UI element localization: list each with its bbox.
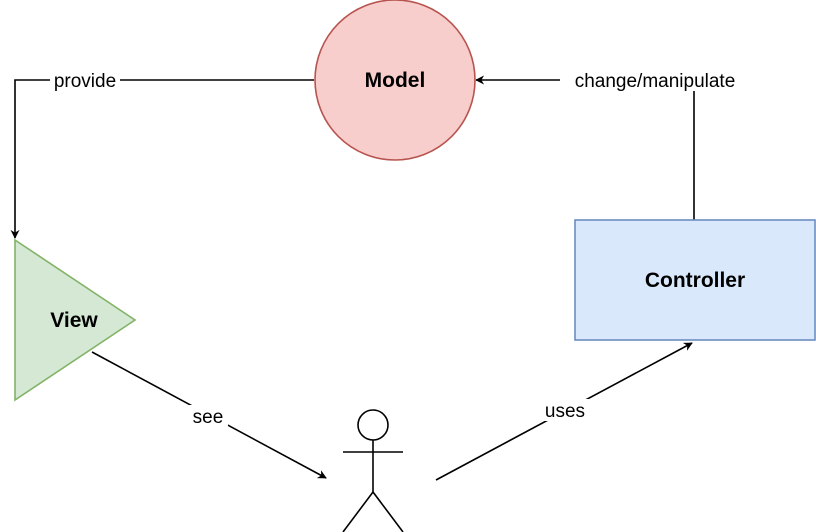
- see-label-bg: [188, 405, 228, 427]
- view-node[interactable]: View: [14, 238, 137, 402]
- see-label: see: [193, 407, 224, 428]
- user-actor-icon[interactable]: [342, 409, 404, 532]
- user-right-leg: [372, 491, 404, 532]
- controller-node[interactable]: Controller: [574, 219, 816, 341]
- user-left-leg: [342, 491, 374, 532]
- controller-label: Controller: [645, 269, 745, 292]
- edge-provide: provide: [10, 69, 314, 239]
- edge-uses: uses: [435, 342, 693, 481]
- uses-label: uses: [545, 401, 585, 422]
- provide-arrow: [10, 79, 314, 239]
- controller-rect: [574, 219, 816, 341]
- provide-label-bg: [50, 69, 120, 91]
- view-triangle: [14, 238, 137, 402]
- change-manipulate-arrow: [475, 75, 695, 220]
- edge-see: see: [91, 351, 327, 479]
- model-node[interactable]: Model: [314, 0, 476, 161]
- model-label: Model: [365, 69, 426, 92]
- model-circle: [314, 0, 476, 161]
- edge-change-manipulate: change/manipulate: [475, 69, 750, 220]
- uses-label-bg: [539, 399, 591, 421]
- change-manipulate-label: change/manipulate: [575, 71, 736, 92]
- view-label: View: [50, 309, 98, 332]
- change-manipulate-label-bg: [560, 69, 750, 91]
- user-head: [357, 409, 389, 441]
- provide-label: provide: [54, 71, 116, 92]
